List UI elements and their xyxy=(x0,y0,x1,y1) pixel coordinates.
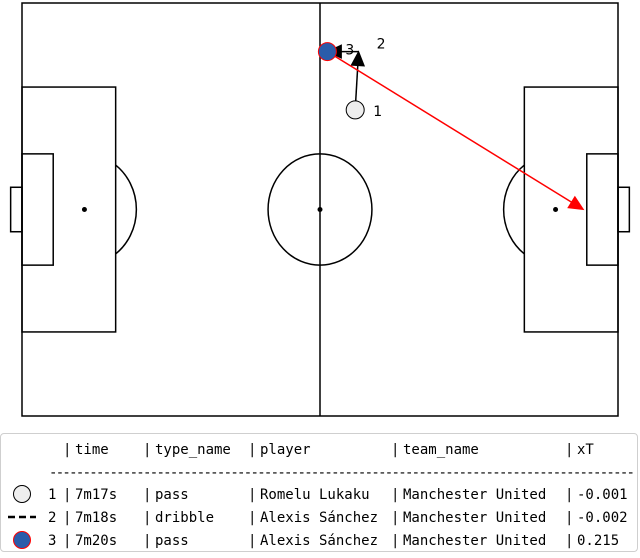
row-divider: | xyxy=(565,510,573,526)
pitch-markings xyxy=(9,2,631,417)
row-divider: | xyxy=(565,533,573,549)
row-divider: | xyxy=(143,510,151,526)
row-2-player: Alexis Sánchez xyxy=(260,510,378,526)
row-1-index: 1 xyxy=(48,487,56,503)
action-3-start-marker xyxy=(317,42,337,62)
table-rows: 1|7m17s|pass|Romelu Lukaku|Manchester Un… xyxy=(8,485,628,549)
right-six-yard-box xyxy=(586,153,619,266)
row-1-team: Manchester United xyxy=(403,487,546,503)
right-penalty-area xyxy=(523,86,619,333)
row-1-marker xyxy=(13,485,31,503)
table-header: |time|type_name|player|team_name|xT xyxy=(63,442,594,458)
action-1-start-marker xyxy=(345,100,365,120)
action-3-arrow-head xyxy=(567,195,585,211)
row-3-team: Manchester United xyxy=(403,533,546,549)
right-goal xyxy=(617,186,631,233)
action-3-arrow-shaft xyxy=(326,50,572,203)
row-divider: | xyxy=(565,487,573,503)
action-1-number-label: 1 xyxy=(373,104,382,120)
row-divider: | xyxy=(248,487,256,503)
row-2-xt: -0.002 xyxy=(577,510,628,526)
left-goal xyxy=(9,186,23,233)
left-penalty-area xyxy=(21,86,117,333)
center-circle xyxy=(267,153,373,266)
row-1-player: Romelu Lukaku xyxy=(260,487,370,503)
row-1-type: pass xyxy=(155,487,189,503)
row-divider: | xyxy=(143,533,151,549)
row-divider: | xyxy=(63,487,71,503)
row-divider: | xyxy=(248,510,256,526)
row-3-marker xyxy=(13,531,31,549)
row-2-index: 2 xyxy=(48,510,56,526)
table-header-team-name: team_name xyxy=(403,442,479,458)
table-header-divider: | xyxy=(63,442,71,458)
row-2-time: 7m18s xyxy=(75,510,117,526)
table-header-divider: | xyxy=(248,442,256,458)
actions-table: |time|type_name|player|team_name|xT ----… xyxy=(0,433,638,552)
row-divider: | xyxy=(63,510,71,526)
table-header-player: player xyxy=(260,442,311,458)
table-header-xT: xT xyxy=(577,442,594,458)
right-penalty-arc xyxy=(502,164,525,255)
action-3-number-label: 3 xyxy=(345,43,354,59)
row-divider: | xyxy=(143,487,151,503)
row-2-team: Manchester United xyxy=(403,510,546,526)
left-six-yard-box xyxy=(21,153,54,266)
row-divider: | xyxy=(248,533,256,549)
row-divider: | xyxy=(391,533,399,549)
table-header-time: time xyxy=(75,442,109,458)
left-penalty-spot xyxy=(81,207,87,212)
table-header-divider: | xyxy=(143,442,151,458)
right-penalty-spot xyxy=(553,207,559,212)
row-2-type: dribble xyxy=(155,510,214,526)
row-3-type: pass xyxy=(155,533,189,549)
action-arrows xyxy=(317,42,585,211)
row-divider: | xyxy=(391,510,399,526)
row-1-xt: -0.001 xyxy=(577,487,628,503)
row-3-index: 3 xyxy=(48,533,56,549)
left-penalty-arc xyxy=(115,164,138,255)
action-labels: 1 2 3 xyxy=(345,37,385,120)
row-divider: | xyxy=(391,487,399,503)
row-3-xt: 0.215 xyxy=(577,533,619,549)
row-3-time: 7m20s xyxy=(75,533,117,549)
table-separator: ----------------------------------------… xyxy=(49,465,635,481)
row-1-time: 7m17s xyxy=(75,487,117,503)
center-spot xyxy=(317,207,323,212)
row-3-player: Alexis Sánchez xyxy=(260,533,378,549)
action-1-arrow-head xyxy=(350,50,366,67)
row-divider: | xyxy=(63,533,71,549)
table-header-divider: | xyxy=(391,442,399,458)
table-header-divider: | xyxy=(565,442,573,458)
action-2-number-label: 2 xyxy=(377,37,386,53)
actions-table-svg: |time|type_name|player|team_name|xT ----… xyxy=(8,442,635,549)
table-header-type-name: type_name xyxy=(155,442,231,458)
soccer-pitch: 1 2 3 xyxy=(9,2,631,417)
